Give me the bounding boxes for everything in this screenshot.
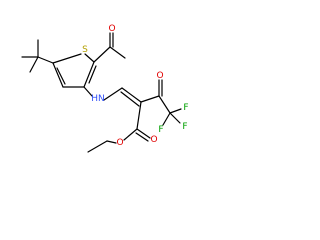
bond [84, 53, 95, 63]
enamine-linker [83, 86, 142, 107]
bond [93, 46, 111, 63]
ester-carbonyl-oxygen-label: O [150, 135, 157, 145]
molecule-drawing: S HN O O O O F F F [21, 24, 189, 153]
nitrogen-label: HN [91, 94, 105, 104]
bond [29, 56, 39, 73]
bond [88, 65, 97, 84]
bond [136, 128, 151, 139]
bond [83, 86, 93, 97]
ethyl-ester-group [87, 101, 151, 153]
bond [106, 140, 117, 144]
bond [83, 61, 95, 88]
fluorine-label: F [182, 122, 187, 132]
trifluoro-ketone-oxygen-label: O [156, 71, 163, 81]
bond [52, 53, 82, 64]
bond [56, 67, 66, 85]
acetyl-oxygen-label: O [108, 24, 115, 34]
bond [169, 108, 182, 114]
ester-ether-oxygen-label: O [116, 138, 123, 148]
bond [103, 87, 123, 101]
trifluoroacetyl-group [140, 79, 182, 126]
bond [123, 128, 138, 141]
bond [136, 101, 142, 130]
structure-canvas: S HN O O O O F F F [21, 24, 189, 153]
bond [140, 95, 160, 103]
tert-butyl-group [21, 39, 54, 73]
bond [120, 91, 140, 107]
bond [158, 95, 171, 114]
thiophene-ring [52, 53, 97, 88]
bond [37, 56, 54, 64]
bond [87, 140, 108, 153]
sulfur-label: S [82, 45, 88, 55]
bond [121, 87, 142, 103]
fluorine-label: F [183, 103, 188, 113]
bond [169, 112, 181, 124]
bond [162, 112, 171, 126]
bond [52, 62, 64, 88]
acetyl-group [93, 32, 126, 63]
bond [109, 46, 126, 59]
fluorine-label: F [158, 125, 163, 135]
bond [135, 132, 149, 142]
